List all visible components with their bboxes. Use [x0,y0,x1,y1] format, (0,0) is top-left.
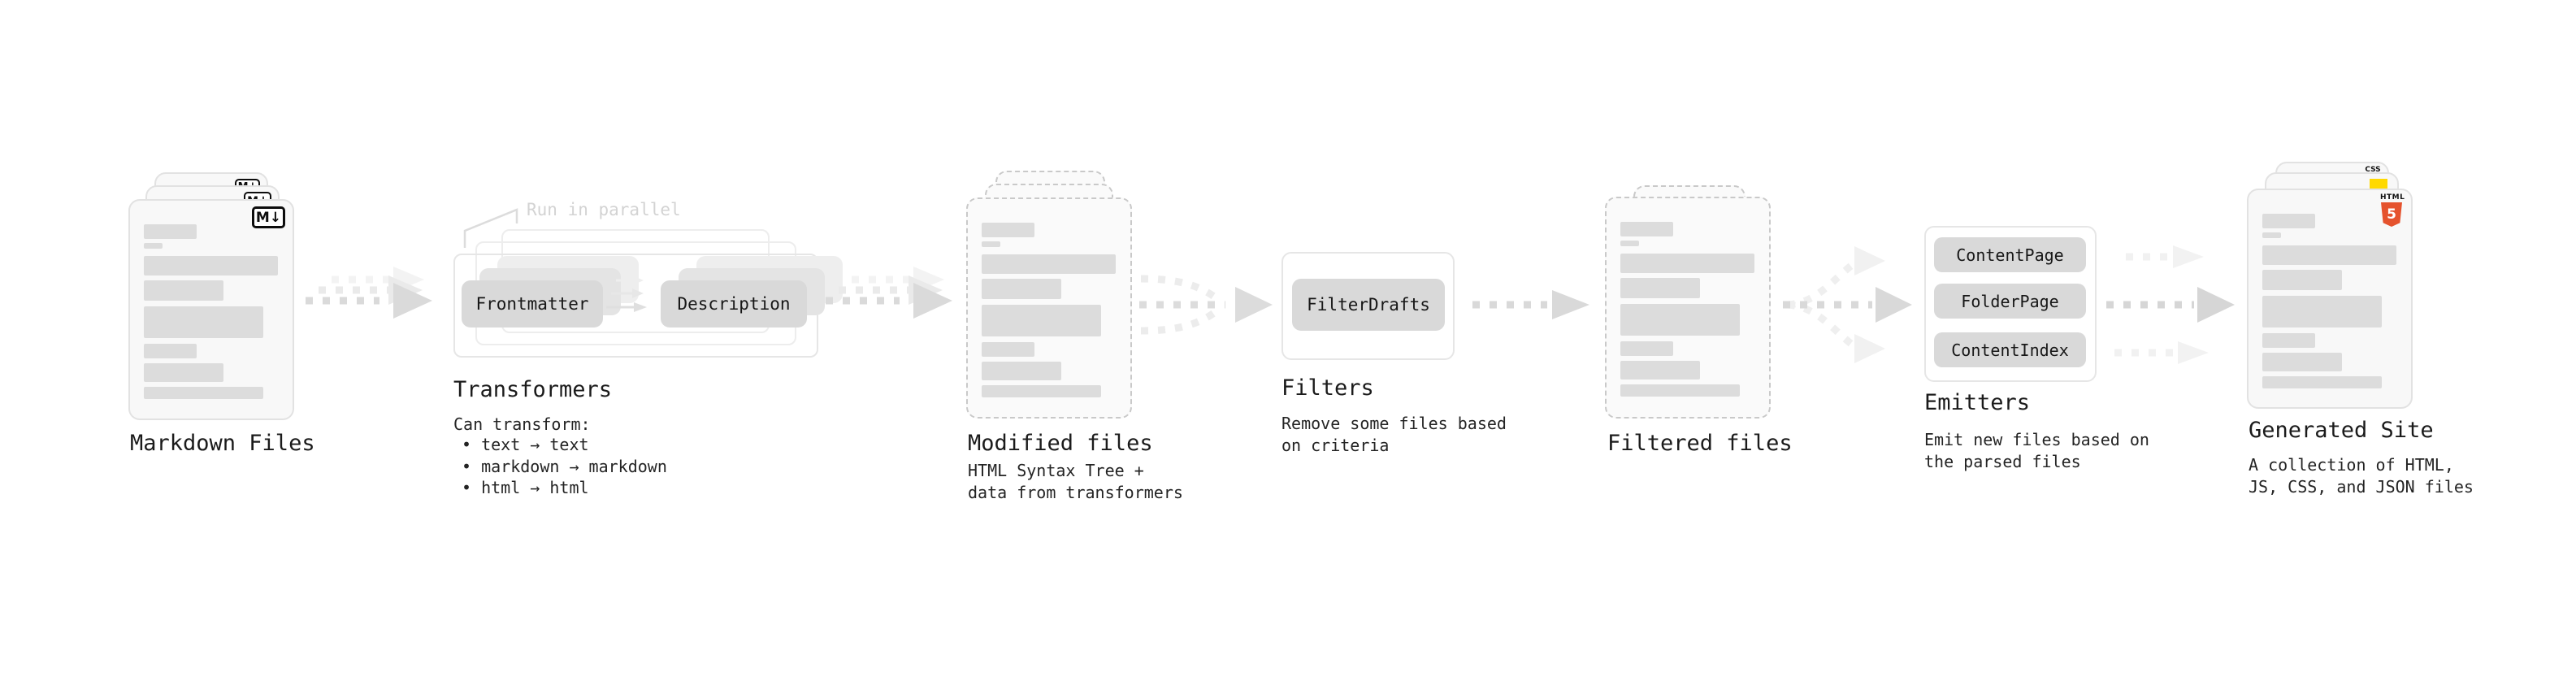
placeholder-line [982,305,1101,336]
emitters-description: Emit new files based on the parsed files [1924,429,2149,473]
description-line: Remove some files based [1281,414,1507,433]
stage-title-generated-site: Generated Site [2249,418,2434,443]
filters-box [1281,252,1455,360]
bullet-item: • markdown → markdown [462,456,667,476]
placeholder-line [1620,341,1673,356]
css-label: CSS [2365,166,2381,174]
description-line: HTML Syntax Tree + [968,461,1144,480]
placeholder-line [982,279,1061,299]
stage-title-transformers: Transformers [453,377,613,402]
bullet-item: • html → html [462,478,589,497]
description-line: A collection of HTML, [2249,455,2454,475]
placeholder-line [982,342,1034,357]
html5-number: 5 [2387,206,2396,223]
frontmatter-node: Frontmatter [462,280,603,327]
flow-arrow-icon [1472,290,1589,319]
placeholder-line [144,243,163,249]
description-line: on criteria [1281,436,1390,455]
flow-arrow-icon [2126,245,2204,268]
transformers-note: Can transform: [453,414,591,434]
html5-logo-icon: HTML 5 [2380,193,2405,227]
placeholder-line [144,224,197,239]
description-line: data from transformers [968,483,1183,502]
stage-title-emitters: Emitters [1924,390,2031,415]
placeholder-line [1620,278,1700,298]
parallel-arrows-icon [606,275,647,312]
placeholder-line [2262,296,2382,327]
description-line: JS, CSS, and JSON files [2249,477,2474,497]
description-line: Emit new files based on [1924,430,2149,449]
markdown-file-card: M↓ [128,199,294,420]
annotation-leader-line [463,208,518,248]
html5-label: HTML [2380,193,2405,202]
flow-arrow-icon [826,267,952,319]
placeholder-line [1620,304,1740,336]
placeholder-line [144,306,263,338]
description-line: the parsed files [1924,452,2081,471]
placeholder-line [2262,232,2281,238]
filters-description: Remove some files based on criteria [1281,413,1507,457]
placeholder-line [982,241,1000,247]
placeholder-line [2262,353,2342,371]
placeholder-line [144,280,223,301]
js-file-icon [2370,179,2387,189]
contentpage-node: ContentPage [1934,237,2086,272]
html5-shield: 5 [2381,202,2402,227]
bullet-item: • text → text [462,435,589,454]
placeholder-line [144,256,278,275]
placeholder-line [1620,361,1700,380]
stage-title-filtered-files: Filtered files [1607,431,1793,456]
placeholder-line [2262,376,2382,388]
stage-title-modified-files: Modified files [968,431,1153,456]
placeholder-line [1620,254,1754,273]
stage-title-filters: Filters [1281,375,1374,401]
generated-site-description: A collection of HTML, JS, CSS, and JSON … [2249,454,2474,498]
flow-arrow-icon [306,267,432,319]
modified-file-card [966,197,1132,419]
flow-arrow-icon [2114,341,2209,364]
generated-file-card: HTML 5 [2247,189,2413,409]
placeholder-line [144,387,263,399]
split-arrow-icon [1783,246,1912,363]
modified-files-description: HTML Syntax Tree + data from transformer… [968,460,1183,504]
stage-title-markdown-files: Markdown Files [130,431,315,456]
placeholder-line [2262,333,2315,348]
filterdrafts-node: FilterDrafts [1292,279,1445,331]
run-in-parallel-label: Run in parallel [527,200,681,219]
placeholder-line [1620,384,1740,397]
placeholder-line [2262,214,2315,228]
placeholder-line [2262,245,2396,265]
markdown-icon: M↓ [252,206,285,228]
placeholder-line [144,363,223,382]
placeholder-line [982,223,1034,237]
placeholder-line [2262,270,2342,290]
placeholder-line [982,385,1101,397]
emitters-box [1924,226,2097,382]
placeholder-line [1620,241,1639,246]
placeholder-line [144,344,197,358]
merge-arrow-icon [1139,275,1273,335]
contentindex-node: ContentIndex [1934,332,2086,367]
placeholder-line [1620,222,1673,236]
filtered-file-card [1605,197,1771,419]
flow-arrow-icon [2106,287,2235,323]
folderpage-node: FolderPage [1934,284,2086,319]
transformers-bullet-list: • text → text • markdown → markdown • ht… [462,434,667,499]
placeholder-line [982,362,1061,380]
placeholder-line [982,254,1116,274]
description-node: Description [661,280,807,327]
